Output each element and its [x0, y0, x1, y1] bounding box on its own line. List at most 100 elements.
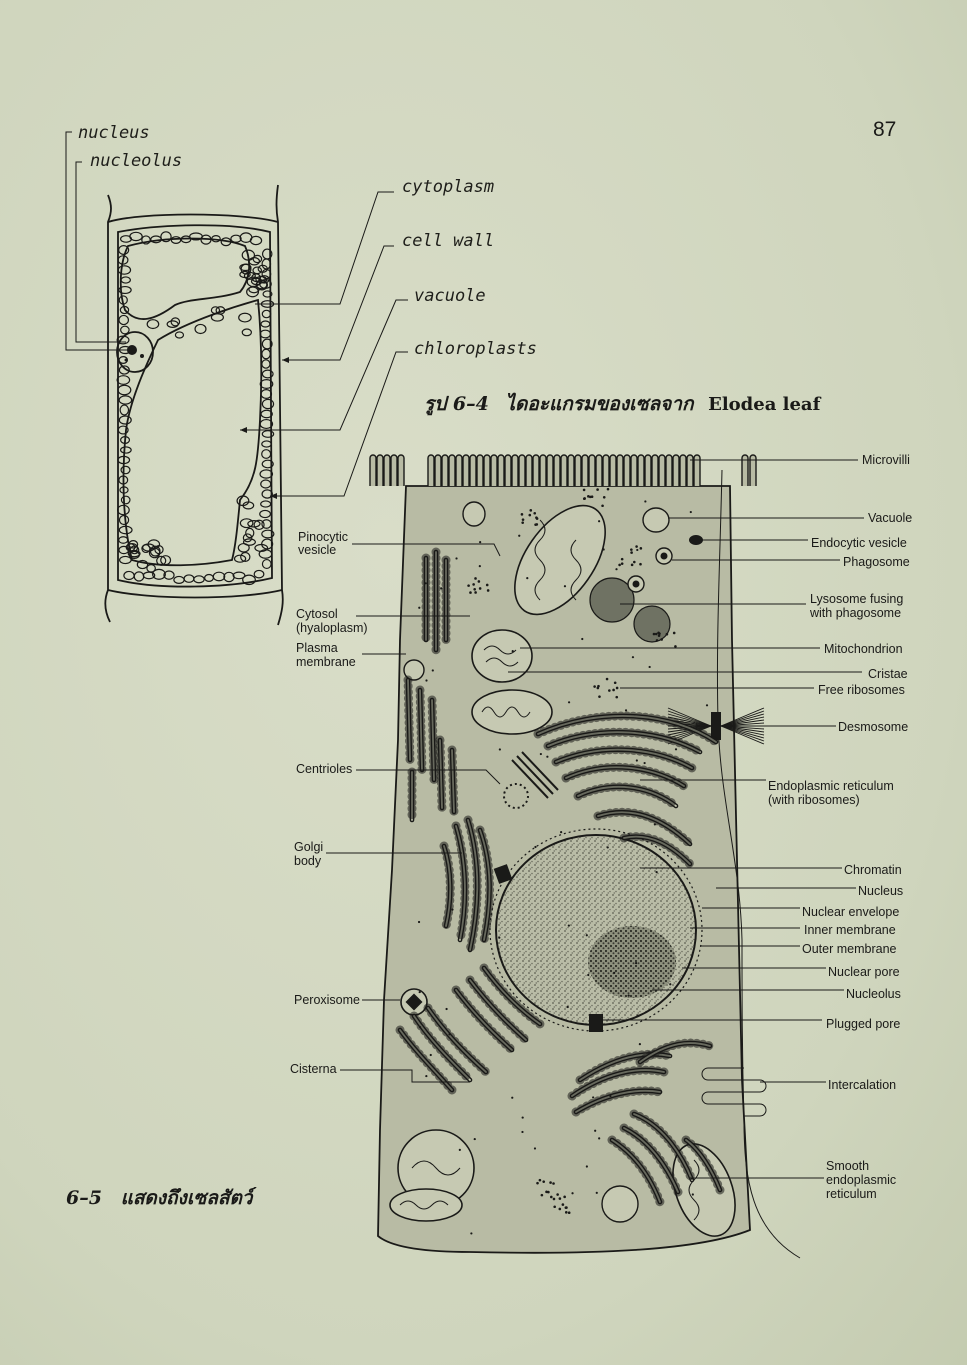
chloroplast	[163, 570, 175, 580]
chloroplast	[242, 538, 256, 546]
plant-cell-wall-right	[275, 184, 284, 626]
microvillus	[595, 454, 603, 486]
chloroplast	[118, 395, 133, 405]
label-animal-vacuole: Vacuole	[868, 511, 912, 525]
chloroplast	[117, 265, 132, 275]
label-inner-membrane: Inner membrane	[804, 923, 896, 937]
label-er-2: (with ribosomes)	[768, 793, 860, 807]
chloroplast	[261, 449, 272, 459]
chloroplast	[119, 555, 132, 565]
mitochondrion-lower	[471, 689, 553, 735]
page-number: 87	[873, 118, 896, 141]
chloroplast	[156, 555, 167, 566]
label-mitochondrion: Mitochondrion	[824, 642, 903, 656]
chloroplast	[133, 571, 145, 582]
caption-figure-6-5: 6–5 แสดงถึงเซลสัตว์	[66, 1186, 257, 1209]
chloroplast	[120, 495, 131, 505]
chloroplast	[230, 234, 242, 243]
label-free-ribosomes: Free ribosomes	[818, 683, 905, 697]
label-peroxisome: Peroxisome	[294, 993, 360, 1007]
chloroplast	[259, 329, 272, 339]
chloroplast	[166, 320, 179, 328]
label-plasma-2: membrane	[296, 655, 356, 669]
endocytic-vesicle	[689, 535, 703, 545]
chloroplast	[261, 398, 275, 410]
chloroplast	[193, 575, 205, 584]
label-phagosome: Phagosome	[843, 555, 910, 569]
chloroplast	[120, 325, 130, 335]
chloroplast	[253, 519, 265, 531]
microvillus	[397, 454, 405, 486]
chloroplast	[261, 369, 274, 379]
chloroplast	[261, 529, 275, 539]
microvillus	[383, 454, 391, 486]
chloroplast	[262, 290, 273, 298]
microvillus	[504, 454, 512, 486]
label-smooth-er-1: Smooth	[826, 1159, 869, 1173]
er-golgi-group	[395, 547, 725, 1207]
label-vacuole: vacuole	[414, 286, 486, 306]
plant-cell-wall-left	[104, 194, 112, 623]
chloroplast	[241, 249, 256, 261]
microvillus	[574, 454, 582, 486]
chloroplast	[254, 543, 269, 552]
label-chromatin: Chromatin	[844, 863, 902, 877]
chloroplast	[117, 455, 131, 465]
centriole-ring	[503, 783, 529, 809]
chloroplast	[194, 323, 207, 335]
chloroplast	[120, 435, 131, 445]
microvillus	[679, 454, 687, 486]
microvillus	[441, 454, 449, 486]
leader-chloroplasts	[270, 351, 408, 497]
leader-nucleus	[65, 131, 128, 351]
label-smooth-er-3: reticulum	[826, 1187, 877, 1201]
chloroplast	[129, 231, 143, 242]
plant-cell-diagram: nucleus nucleolus cytoplasm cell wall va…	[65, 123, 822, 626]
microvillus	[483, 454, 491, 486]
chloroplast	[220, 237, 232, 247]
chloroplast	[239, 263, 252, 272]
chloroplast	[118, 365, 130, 375]
microvilli-group	[369, 454, 757, 486]
chloroplast	[232, 571, 246, 580]
chloroplast	[118, 245, 130, 255]
microvillus	[525, 454, 533, 486]
chloroplast	[118, 514, 130, 526]
leader-cell-wall	[282, 245, 394, 361]
microvillus	[511, 454, 519, 486]
microvillus	[462, 454, 470, 486]
chloroplast	[259, 469, 274, 479]
microvillus	[497, 454, 505, 486]
chloroplast	[237, 542, 250, 553]
chloroplast	[119, 446, 132, 454]
microvillus	[476, 454, 484, 486]
chloroplast	[242, 533, 253, 543]
nuclear-pore-left	[493, 864, 513, 884]
chloroplast	[261, 348, 271, 360]
chloroplast	[261, 519, 272, 529]
chloroplast	[242, 574, 256, 586]
chloroplast	[118, 314, 130, 326]
label-golgi-2: body	[294, 854, 322, 868]
animal-labels-left: Pinocytic vesicle Cytosol (hyaloplasm) P…	[290, 530, 368, 1076]
chloroplast	[240, 551, 251, 562]
chloroplast	[116, 504, 130, 516]
label-centrioles: Centrioles	[296, 762, 352, 776]
leader-nucleolus	[75, 161, 126, 343]
microvillus	[390, 454, 398, 486]
label-chloroplasts: chloroplasts	[414, 339, 537, 359]
microvillus	[630, 454, 638, 486]
chloroplast	[160, 555, 172, 566]
chloroplast	[119, 486, 129, 494]
chloroplast	[259, 418, 274, 430]
chloroplast	[119, 404, 130, 416]
chloroplast	[154, 545, 164, 555]
chloroplast	[259, 379, 274, 389]
plant-vacuole-upper	[119, 237, 251, 320]
chloroplast	[261, 459, 274, 469]
chloroplast	[261, 309, 272, 319]
intercalation	[701, 1067, 767, 1117]
label-golgi-1: Golgi	[294, 840, 323, 854]
chloroplast	[261, 258, 272, 270]
chloroplast	[261, 489, 273, 499]
